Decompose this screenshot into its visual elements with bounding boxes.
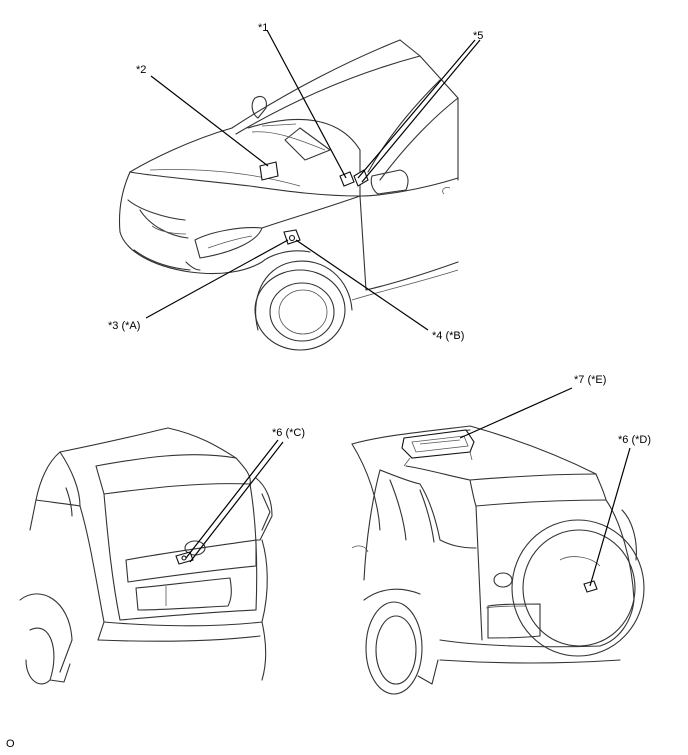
- figure-code: O: [6, 738, 15, 750]
- callout-6-c: *6 (*C): [272, 427, 306, 439]
- callout-1: *1: [258, 22, 269, 34]
- callout-3-a: *3 (*A): [108, 320, 141, 332]
- callout-6-d: *6 (*D): [618, 434, 652, 446]
- callout-2: *2: [136, 64, 147, 76]
- rear-leader-lines: [185, 387, 631, 587]
- callout-4-b: *4 (*B): [432, 330, 465, 342]
- part-1-sensor: [339, 171, 355, 187]
- rear-vehicle-right-drawing: [351, 425, 645, 695]
- front-leader-lines: [145, 29, 481, 331]
- callout-5: *5: [473, 30, 484, 42]
- front-vehicle-drawing: [118, 39, 459, 351]
- rear-vehicle-left-drawing: [19, 427, 273, 685]
- callout-7-e: *7 (*E): [574, 374, 607, 386]
- part-2-sensor: [259, 161, 279, 181]
- part-5-sensor: [353, 169, 369, 187]
- front-parts: [259, 161, 369, 245]
